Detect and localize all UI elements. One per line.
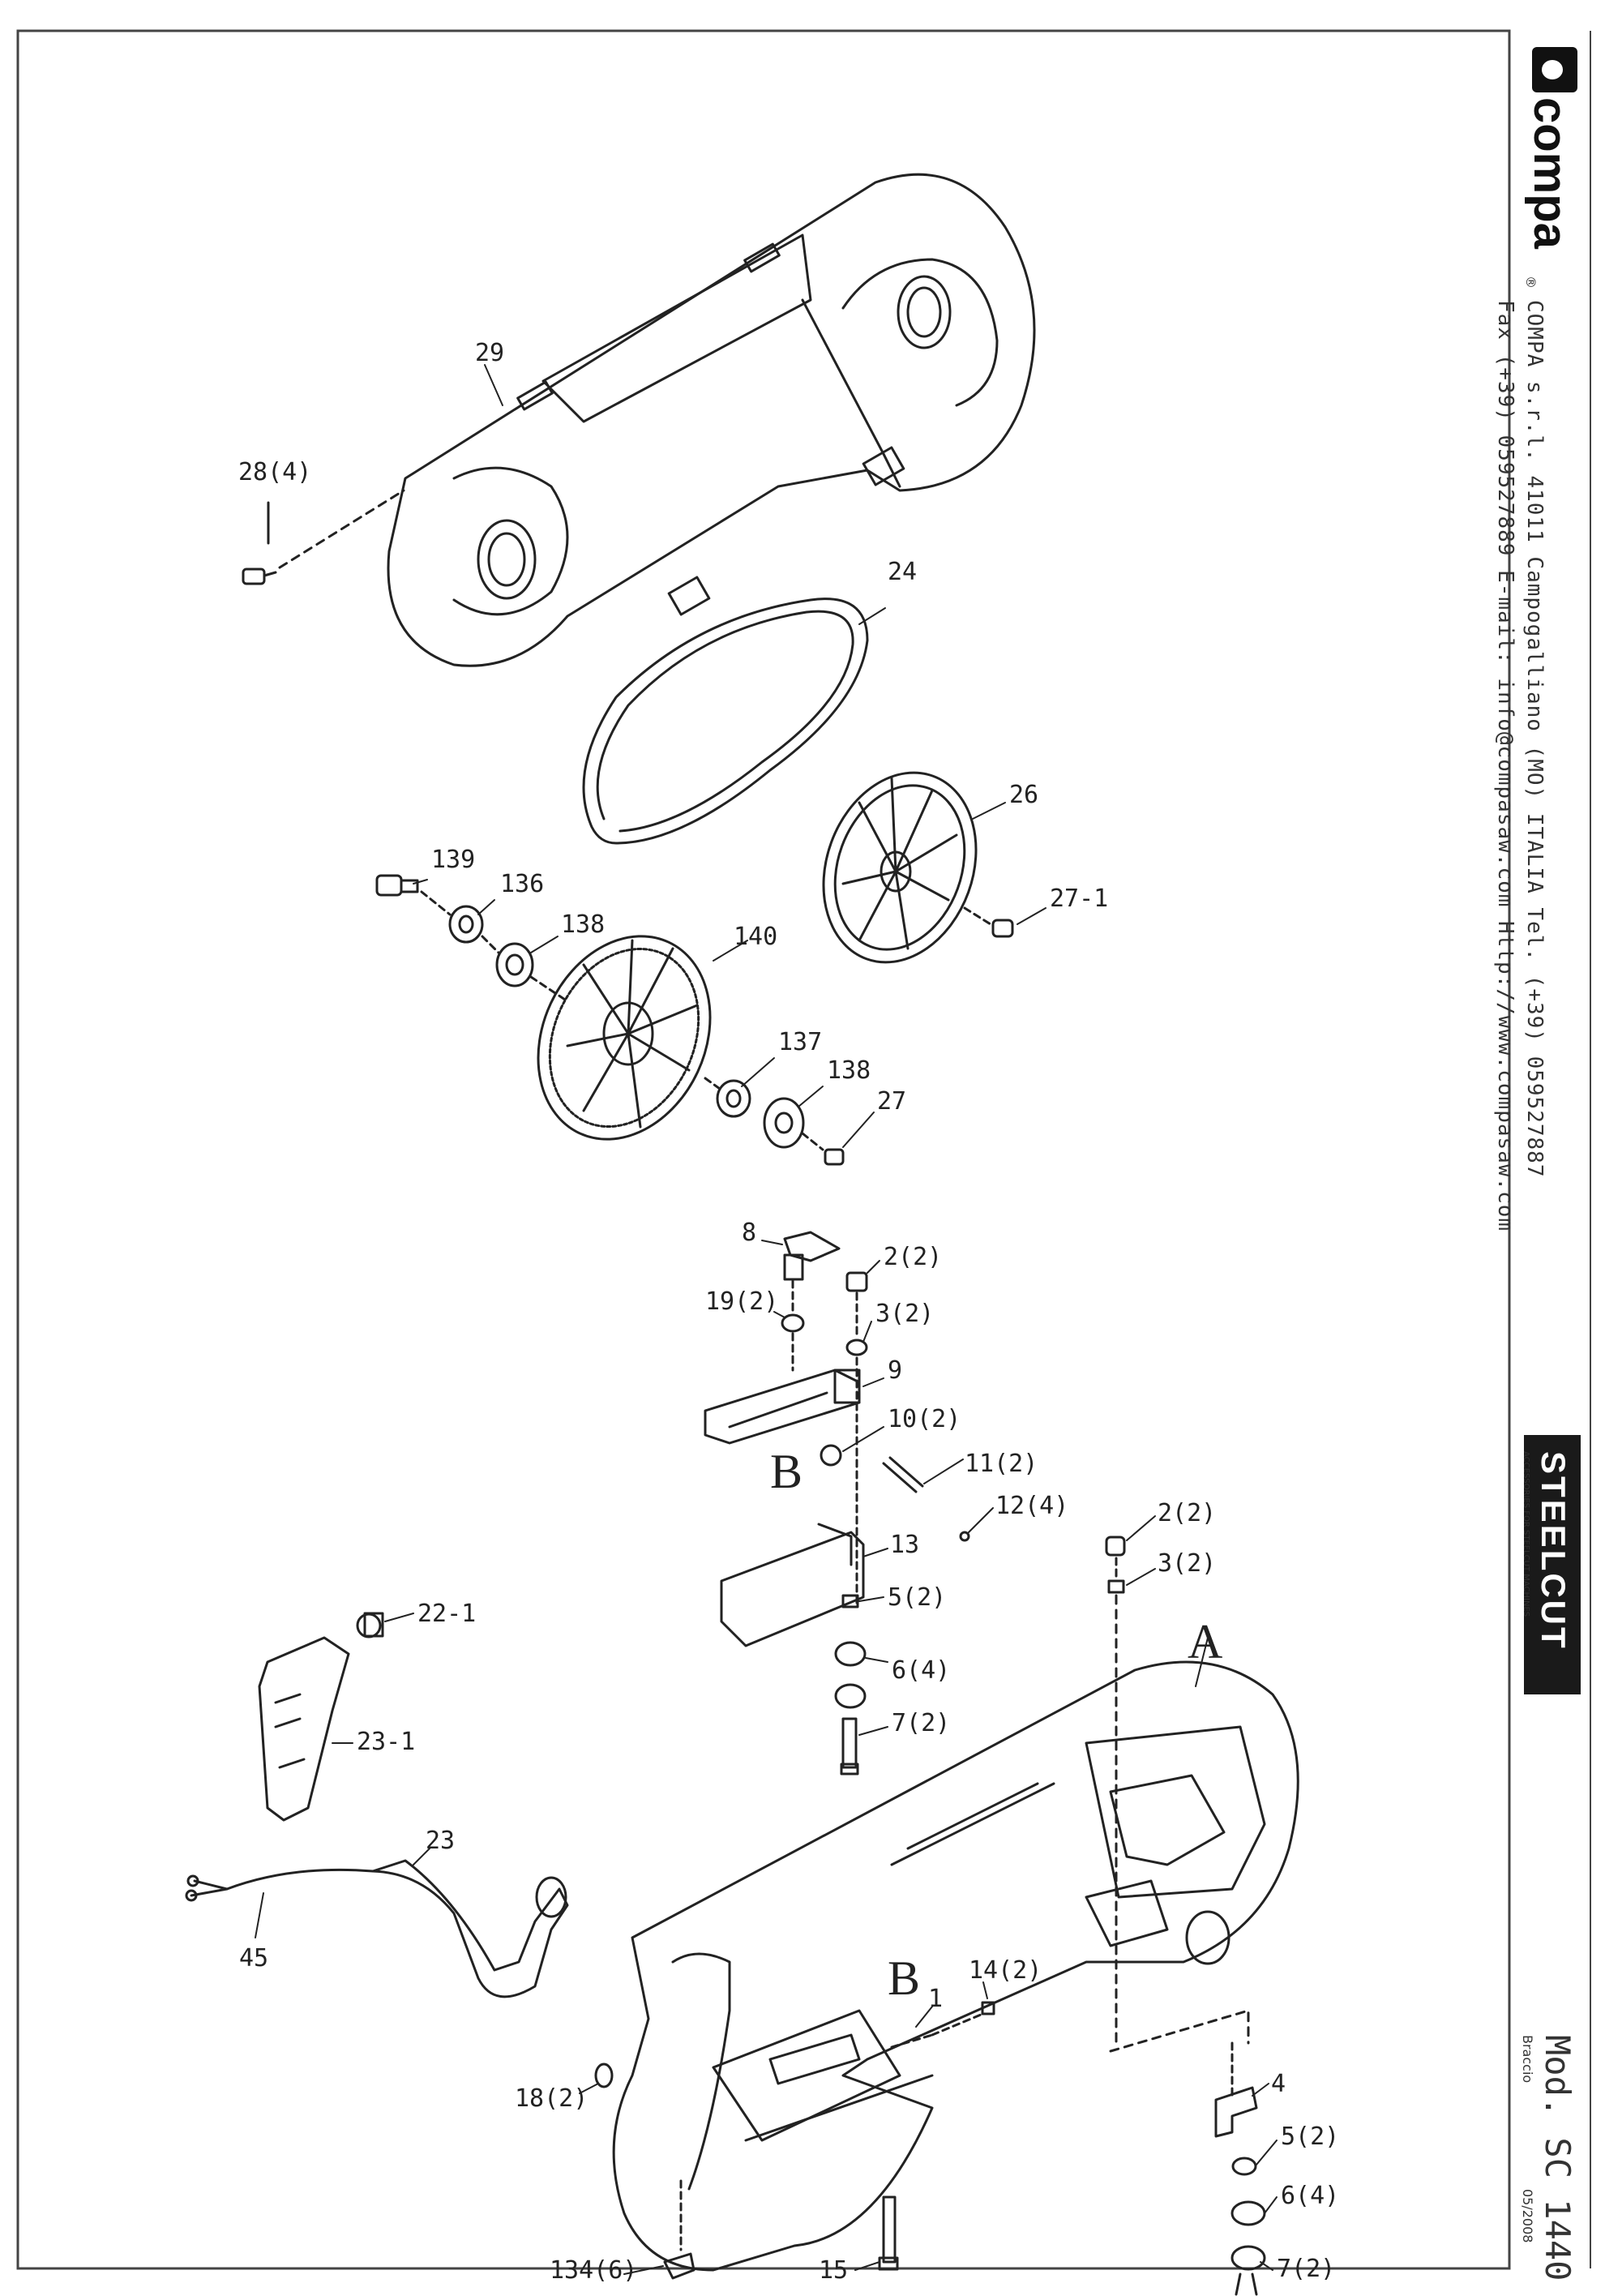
callout-7-lower: 7(2) <box>1277 2255 1335 2283</box>
callout-14: 14(2) <box>969 1956 1042 1985</box>
blade-guard-cover <box>387 173 1036 667</box>
callout-13: 13 <box>890 1531 919 1559</box>
callout-11: 11(2) <box>965 1450 1038 1478</box>
callout-136: 136 <box>500 870 544 898</box>
callout-B-lower: B <box>888 1951 920 2005</box>
band-blade <box>582 598 869 845</box>
callout-15: 15 <box>819 2256 848 2285</box>
callout-8: 8 <box>742 1219 756 1247</box>
pivot-cap-screw <box>1105 1536 1126 2045</box>
callout-2-upper: 2(2) <box>884 1243 942 1271</box>
model-section: Braccio <box>1520 2035 1535 2084</box>
callout-26: 26 <box>1009 781 1038 809</box>
handle-switch-housing <box>258 1612 384 1822</box>
callout-9: 9 <box>888 1356 902 1385</box>
callout-2-lower: 2(2) <box>1158 1499 1216 1527</box>
callout-19: 19(2) <box>705 1287 778 1316</box>
callout-6-lower: 6(4) <box>1281 2182 1339 2210</box>
model-date: 05/2008 <box>1520 2189 1535 2243</box>
callout-18: 18(2) <box>515 2084 588 2113</box>
callout-27: 27 <box>877 1087 906 1116</box>
steelcut-badge <box>1524 1435 1581 1694</box>
bolt-134-15 <box>663 2179 899 2280</box>
callout-B-upper: B <box>770 1445 802 1498</box>
leader-lines <box>255 364 1278 2275</box>
callout-4: 4 <box>1271 2070 1286 2098</box>
callout-134: 134(6) <box>550 2256 637 2285</box>
callout-7-upper: 7(2) <box>892 1709 950 1737</box>
handle-pipe <box>185 1859 569 1998</box>
callout-22-1: 22-1 <box>417 1600 476 1628</box>
callout-23: 23 <box>426 1827 455 1855</box>
callout-45: 45 <box>239 1944 268 1973</box>
callout-24: 24 <box>888 558 917 586</box>
drive-gear-wheel <box>537 935 712 1141</box>
callout-27-1: 27-1 <box>1050 885 1108 913</box>
shaft-stack-upper <box>375 874 569 1003</box>
callout-29: 29 <box>475 339 504 367</box>
callout-6-upper: 6(4) <box>892 1656 950 1685</box>
callout-A: A <box>1188 1615 1222 1668</box>
callout-137: 137 <box>778 1028 822 1056</box>
company-address: COMPA s.r.l. 41011 Campogalliano (MO) IT… <box>1522 300 1547 1178</box>
callout-138-lower: 138 <box>827 1056 871 1085</box>
guide-arm-assembly <box>704 1231 970 1776</box>
stud-18 <box>594 2063 614 2088</box>
model-number: Mod. SC 1440 <box>1538 2035 1577 2281</box>
callout-1: 1 <box>928 1985 943 2013</box>
drawing-border <box>16 29 1511 2270</box>
screw-28 <box>242 489 405 585</box>
shaft-stack-lower <box>704 1077 845 1166</box>
brand-name: compa <box>1524 97 1577 249</box>
screw-14 <box>890 2001 995 2049</box>
compa-logo-icon <box>1532 47 1577 92</box>
callout-23-1: 23-1 <box>357 1728 415 1756</box>
callout-139: 139 <box>431 846 475 874</box>
callout-10: 10(2) <box>888 1405 961 1433</box>
steelcut-label: STEELCUT <box>1534 1451 1573 1651</box>
callout-5-lower: 5(2) <box>1281 2123 1339 2151</box>
driven-wheel <box>822 771 1014 964</box>
callout-140: 140 <box>734 923 777 951</box>
clamp-stack-lower <box>1109 2009 1266 2296</box>
callout-3-upper: 3(2) <box>875 1300 934 1328</box>
callout-12: 12(4) <box>995 1492 1068 1520</box>
brand-registered-mark: ® <box>1523 276 1539 289</box>
steelcut-tagline: ACCESSORIES FOR STEELCUT MACHINES <box>1522 1451 1530 1617</box>
company-contacts: Fax (+39) 059527889 E-mail: info@compasa… <box>1493 300 1517 1232</box>
callout-5-upper: 5(2) <box>888 1583 946 1612</box>
callout-138-upper: 138 <box>561 910 605 939</box>
bow-frame <box>612 1660 1299 2272</box>
callout-28: 28(4) <box>238 458 311 486</box>
callout-3-lower: 3(2) <box>1158 1549 1216 1578</box>
